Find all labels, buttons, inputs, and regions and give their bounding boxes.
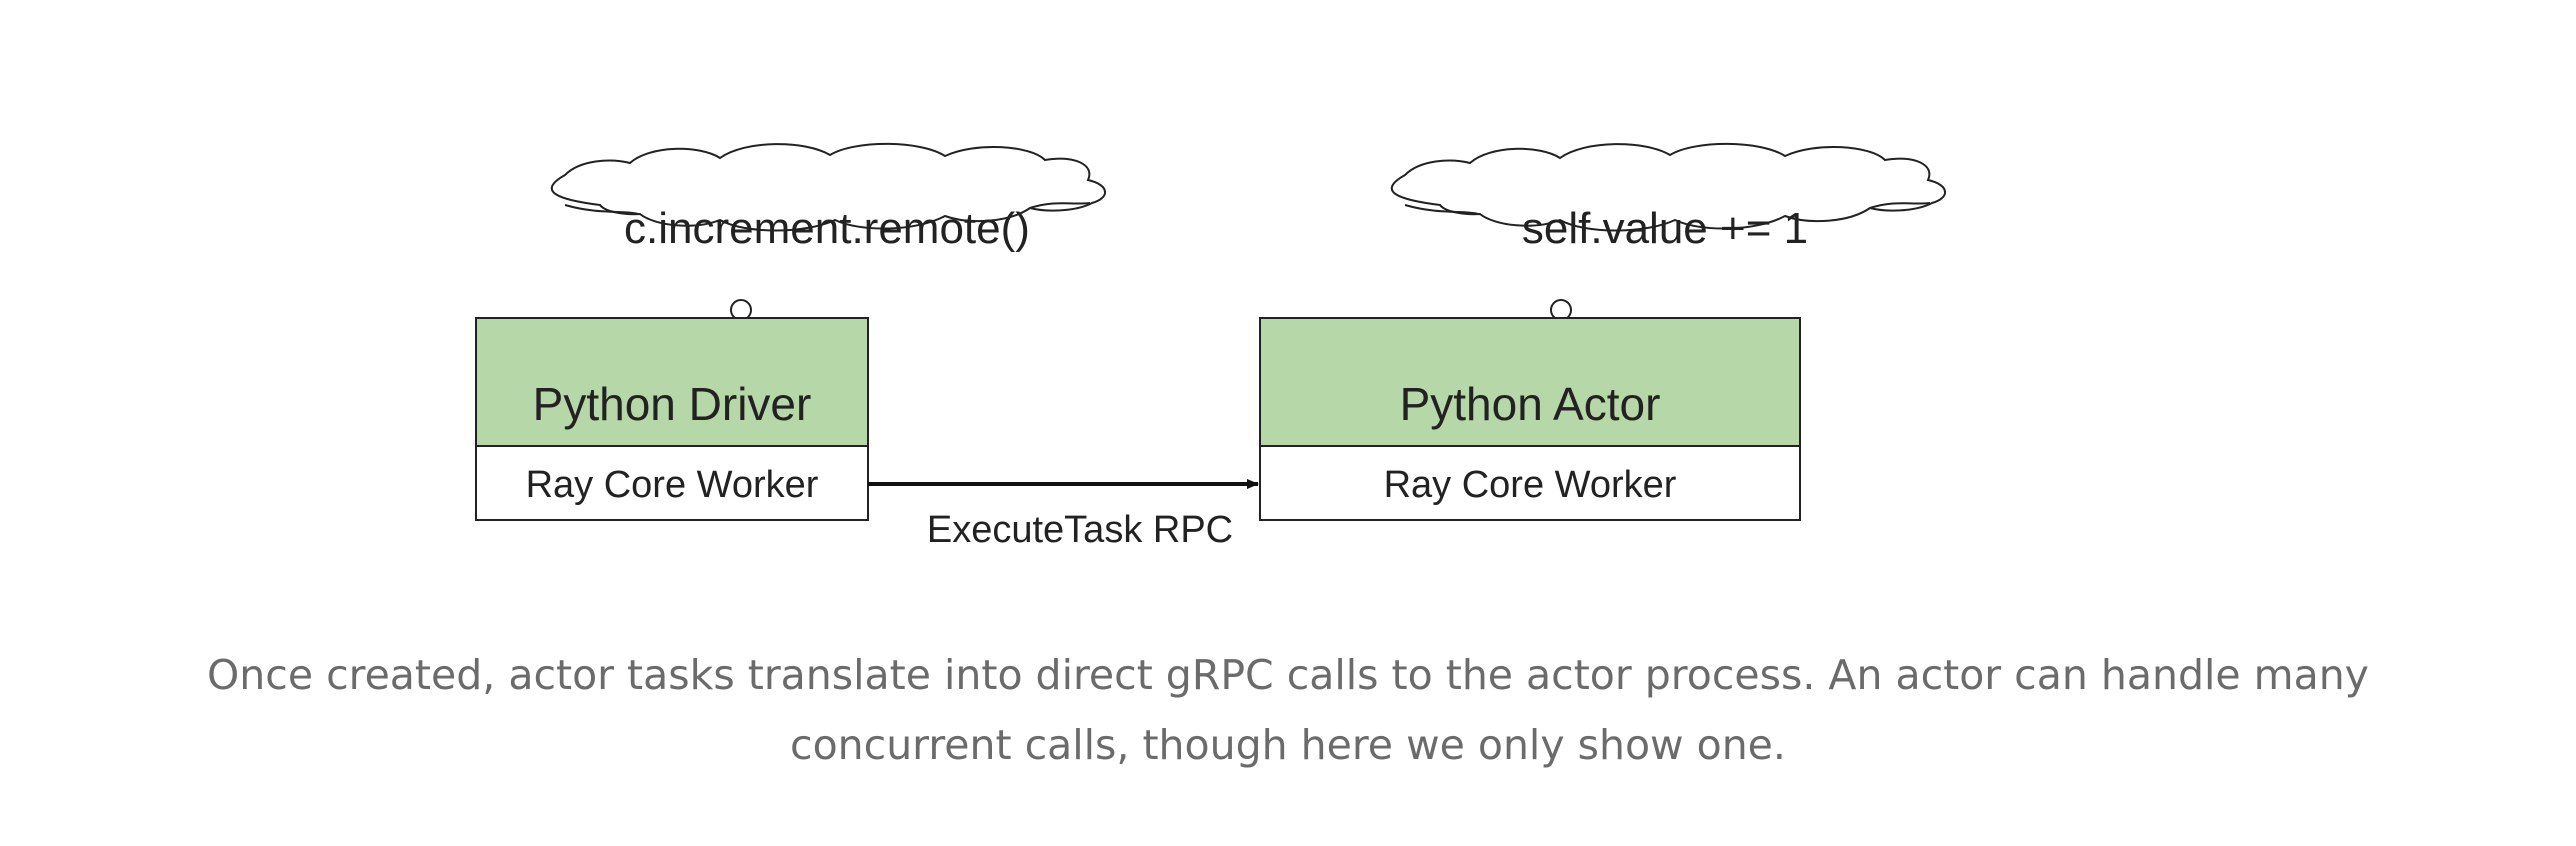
- figure-caption: Once created, actor tasks translate into…: [140, 640, 2436, 780]
- caption-line-2: concurrent calls, though here we only sh…: [790, 721, 1786, 769]
- actor-node: Python Actor Ray Core Worker: [1259, 317, 1801, 521]
- driver-process-box: [475, 317, 869, 447]
- driver-node: Python Driver Ray Core Worker: [475, 317, 869, 521]
- caption-line-1: Once created, actor tasks translate into…: [207, 651, 2369, 699]
- actor-worker-box: [1259, 445, 1801, 521]
- driver-process-label: Python Driver: [533, 378, 812, 430]
- driver-thought-cloud: c.increment.remote(): [550, 142, 1106, 359]
- actor-thought-cloud: self.value += 1: [1390, 142, 1946, 359]
- driver-worker-label: Ray Core Worker: [526, 464, 819, 506]
- actor-process-label: Python Actor: [1400, 378, 1661, 430]
- rpc-edge: ExecuteTask RPC: [868, 479, 1259, 551]
- rpc-arrow-label: ExecuteTask RPC: [927, 509, 1233, 551]
- driver-worker-box: [475, 445, 869, 521]
- actor-thought-text: self.value += 1: [1522, 204, 1808, 253]
- actor-worker-label: Ray Core Worker: [1384, 464, 1677, 506]
- driver-thought-text: c.increment.remote(): [624, 204, 1030, 253]
- actor-process-box: [1259, 317, 1801, 447]
